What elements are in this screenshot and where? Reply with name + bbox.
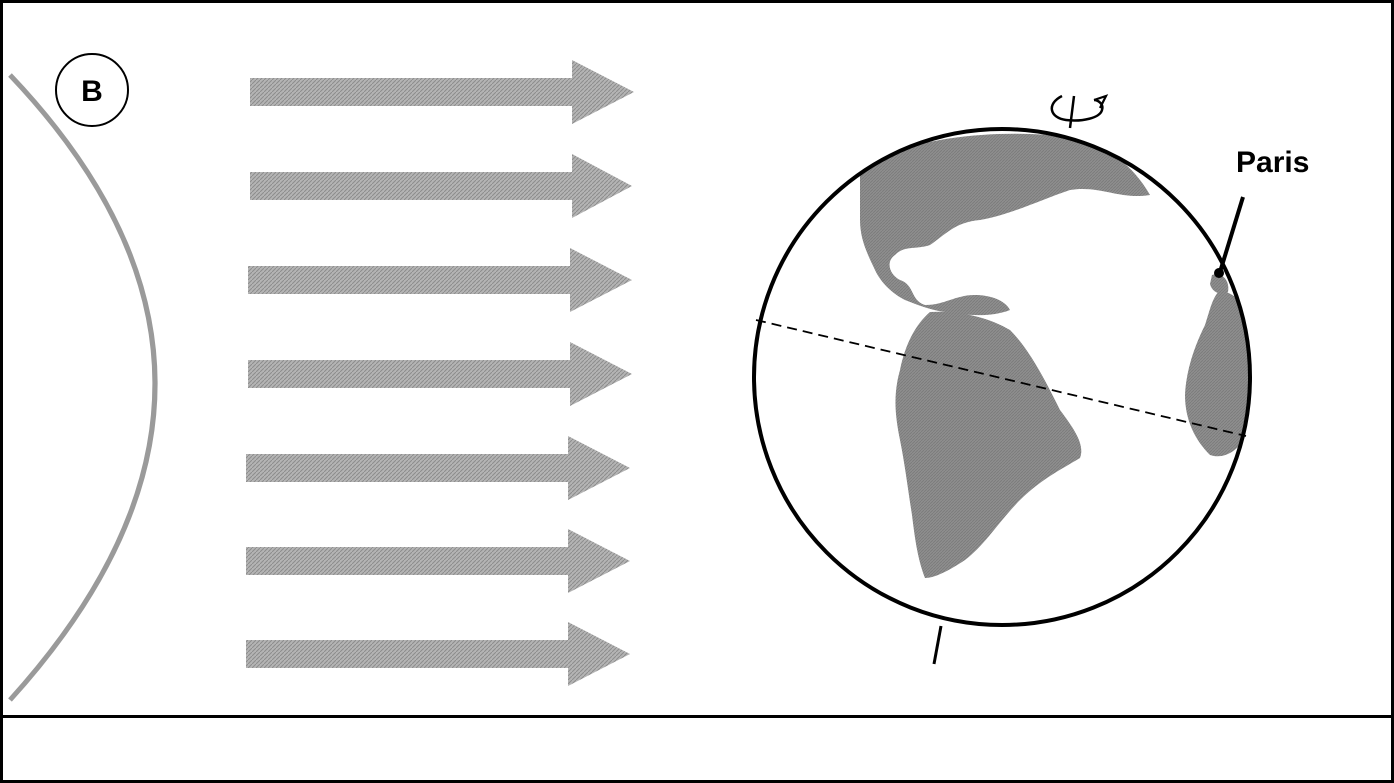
paris-label: Paris — [1236, 146, 1309, 179]
earth-axis-north — [1068, 95, 1076, 129]
equator-line — [755, 319, 1247, 437]
sun-edge-arc — [8, 73, 158, 702]
paris-pointer-line — [1218, 196, 1245, 273]
sun-label-badge: B — [55, 53, 129, 127]
iberia-landmass — [1210, 274, 1229, 294]
sunray-arrow — [250, 60, 634, 124]
globe-outline — [752, 127, 1252, 627]
sun-label-text: B — [81, 75, 103, 108]
sunray-arrow — [246, 622, 630, 686]
south-america-landmass — [895, 311, 1082, 578]
frame-divider — [0, 715, 1394, 718]
sunray-arrow — [250, 154, 632, 218]
sunrays — [246, 60, 634, 686]
sunray-arrow — [246, 436, 630, 500]
sunray-arrow — [248, 342, 632, 406]
paris-dot — [1214, 268, 1224, 278]
earth-axis-south — [932, 625, 943, 665]
north-america-landmass — [860, 133, 1150, 316]
africa-europe-landmass — [1185, 290, 1250, 457]
sun-earth-diagram: B — [8, 53, 1309, 702]
sunray-arrow — [246, 529, 630, 593]
sunray-arrow — [248, 248, 632, 312]
paris-marker: Paris — [1214, 146, 1309, 278]
earth-globe — [752, 127, 1252, 627]
rotation-arrow-icon — [1050, 94, 1109, 122]
